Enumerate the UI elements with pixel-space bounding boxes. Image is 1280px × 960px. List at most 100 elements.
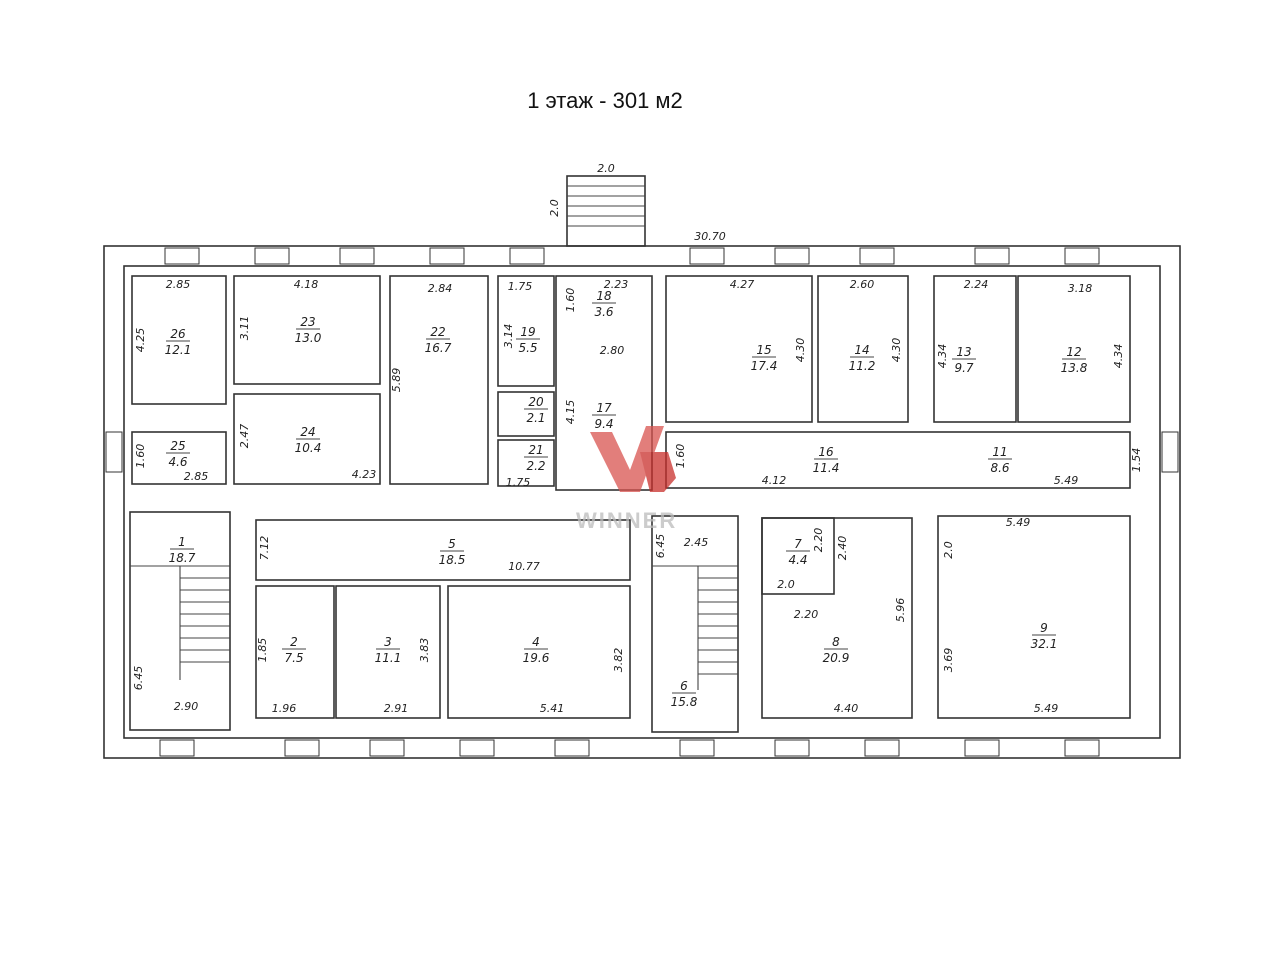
dimension-d240: 2.40 [836,536,849,561]
dimension-d220a: 2.20 [812,528,825,553]
room-area-20: 2.1 [526,411,545,425]
room-area-12: 13.8 [1061,361,1088,375]
dimension-d430b: 4.30 [890,338,903,363]
room-walls [129,275,1131,733]
room-number-21: 21 [528,443,543,457]
dimension-d549a: 5.49 [1054,474,1079,487]
room-area-26: 12.1 [165,343,192,357]
dimension-d291: 2.91 [384,702,409,715]
dimension-d247: 2.47 [238,424,251,449]
windows-top [164,247,1100,265]
room-number-14: 14 [854,343,869,357]
room-number-2: 2 [290,635,298,649]
dimension-d285a: 2.85 [166,278,191,291]
room-area-1: 18.7 [169,551,196,565]
dimension-d415: 4.15 [564,400,577,425]
dimension-d645a: 6.45 [132,666,145,691]
room-area-7: 4.4 [788,553,807,567]
room-number-7: 7 [794,537,802,551]
dimension-d245: 2.45 [684,536,709,549]
dimension-d175a: 1.75 [508,280,533,293]
room-area-17: 9.4 [594,417,613,431]
dimension-d423: 4.23 [352,468,377,481]
dimension-d1077: 10.77 [508,560,540,573]
stairs-left [130,565,230,680]
dimension-d154: 1.54 [1130,448,1143,473]
room-number-12: 12 [1066,345,1081,359]
dimension-d440: 4.40 [834,702,859,715]
dimension-d220b: 2.20 [794,608,819,621]
dimension-d596: 5.96 [894,598,907,623]
floor-title: 1 этаж - 301 м2 [527,88,683,113]
dimension-d427: 4.27 [730,278,755,291]
dimension-porch-height: 2.0 [548,199,561,217]
watermark-logo-mark-2 [640,452,676,492]
room-area-3: 11.1 [375,651,402,665]
dimension-d20b: 2.0 [942,541,955,559]
room-number-18: 18 [596,289,612,303]
dimension-d434b: 4.34 [1112,344,1125,369]
dimension-d318: 3.18 [1068,282,1093,295]
room-number-11: 11 [992,445,1007,459]
dimension-d285b: 2.85 [184,470,209,483]
dimension-d430a: 4.30 [794,338,807,363]
room-area-21: 2.2 [526,459,545,473]
room-area-13: 9.7 [954,361,973,375]
dimension-d425: 4.25 [134,328,147,353]
room-area-25: 4.6 [168,455,187,469]
room-number-9: 9 [1040,621,1048,635]
dimension-d418: 4.18 [294,278,319,291]
dimension-d383: 3.83 [418,638,431,663]
room-number-16: 16 [818,445,834,459]
dimension-overall-width: 30.70 [694,230,726,243]
watermark-logo-mark [590,426,664,492]
dimension-d369: 3.69 [942,648,955,673]
stairs-right [652,565,738,690]
dimension-d223: 2.23 [604,278,629,291]
room-number-23: 23 [300,315,315,329]
dimension-d549c: 5.49 [1034,702,1059,715]
dimension-d541: 5.41 [540,702,565,715]
room-number-13: 13 [956,345,971,359]
room-area-6: 15.8 [671,695,698,709]
room-area-19: 5.5 [518,341,537,355]
room-number-24: 24 [300,425,315,439]
dimension-d712: 7.12 [258,536,271,561]
watermark-text: WINNER [576,508,677,533]
room-area-16: 11.4 [813,461,840,475]
dimension-d160b: 1.60 [564,288,577,313]
room-area-4: 19.6 [523,651,550,665]
dimension-d412: 4.12 [762,474,787,487]
dimension-d160c: 1.60 [674,444,687,469]
room-number-22: 22 [430,325,445,339]
room-area-15: 17.4 [751,359,778,373]
room-number-1: 1 [178,535,186,549]
watermark-logo: WINNER [576,426,677,533]
windows-side [105,431,1179,473]
room-number-25: 25 [170,439,185,453]
dimension-d311: 3.11 [238,316,251,341]
dimension-d224: 2.24 [964,278,989,291]
windows-bottom [159,739,1100,757]
room-number-4: 4 [532,635,540,649]
room-area-14: 11.2 [849,359,876,373]
room-area-5: 18.5 [439,553,466,567]
dimension-d589: 5.89 [390,368,403,393]
room-number-15: 15 [756,343,771,357]
dimension-d160a: 1.60 [134,444,147,469]
room-number-19: 19 [520,325,535,339]
dimension-porch-width: 2.0 [597,162,615,175]
room-number-8: 8 [832,635,840,649]
porch [566,175,646,247]
dimension-d260: 2.60 [850,278,875,291]
room-area-23: 13.0 [295,331,322,345]
room-area-24: 10.4 [295,441,322,455]
room-number-26: 26 [170,327,186,341]
room-area-18: 3.6 [594,305,613,319]
dimension-d175b: 1.75 [506,476,531,489]
dimension-d434a: 4.34 [936,344,949,369]
dimension-d549b: 5.49 [1006,516,1031,529]
outer-walls [103,245,1181,759]
room-number-6: 6 [680,679,688,693]
room-area-22: 16.7 [425,341,452,355]
